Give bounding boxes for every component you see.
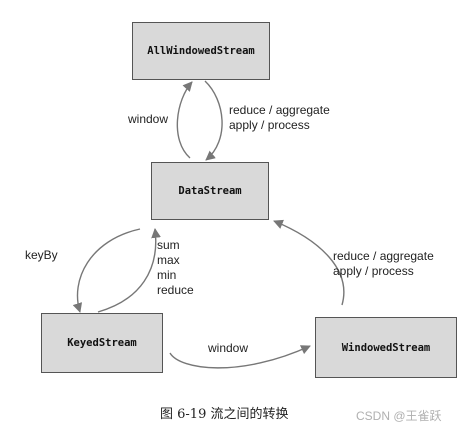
- label-allwindowed-to-data: reduce / aggregate apply / process: [229, 103, 330, 133]
- label-windowed-to-data: reduce / aggregate apply / process: [333, 249, 434, 279]
- label-line: window: [128, 112, 169, 126]
- label-line: min: [157, 268, 177, 282]
- label-line: reduce / aggregate: [333, 249, 434, 263]
- label-line: apply / process: [333, 264, 414, 278]
- edge-keyed-to-data: [97, 228, 161, 313]
- label-line: sum: [157, 238, 180, 252]
- label-line: keyBy: [25, 248, 58, 262]
- label-line: apply / process: [229, 118, 310, 132]
- label-line: max: [157, 253, 180, 267]
- edge-allwindowed-to-data: [204, 80, 223, 161]
- label-line: reduce / aggregate: [229, 103, 330, 117]
- label-data-to-allwindowed: window: [128, 112, 168, 127]
- edge-windowed-to-data: [273, 219, 345, 306]
- node-keyed-stream: KeyedStream: [41, 313, 163, 373]
- label-keyed-to-windowed: window: [208, 341, 248, 356]
- node-data-stream: DataStream: [151, 162, 269, 220]
- edge-data-to-allwindowed: [176, 81, 193, 159]
- node-all-windowed-stream: AllWindowedStream: [132, 22, 270, 80]
- figure-caption: 图 6-19 流之间的转换: [160, 407, 289, 422]
- edge-data-to-keyed: [72, 228, 141, 313]
- edge-keyed-to-windowed: [169, 345, 311, 369]
- label-data-to-keyed: keyBy: [25, 248, 58, 263]
- label-line: reduce: [157, 283, 194, 297]
- node-windowed-stream: WindowedStream: [315, 317, 457, 378]
- watermark: CSDN @王雀跃: [356, 409, 442, 423]
- label-line: window: [208, 341, 249, 355]
- label-keyed-to-data: sum max min reduce: [157, 238, 194, 298]
